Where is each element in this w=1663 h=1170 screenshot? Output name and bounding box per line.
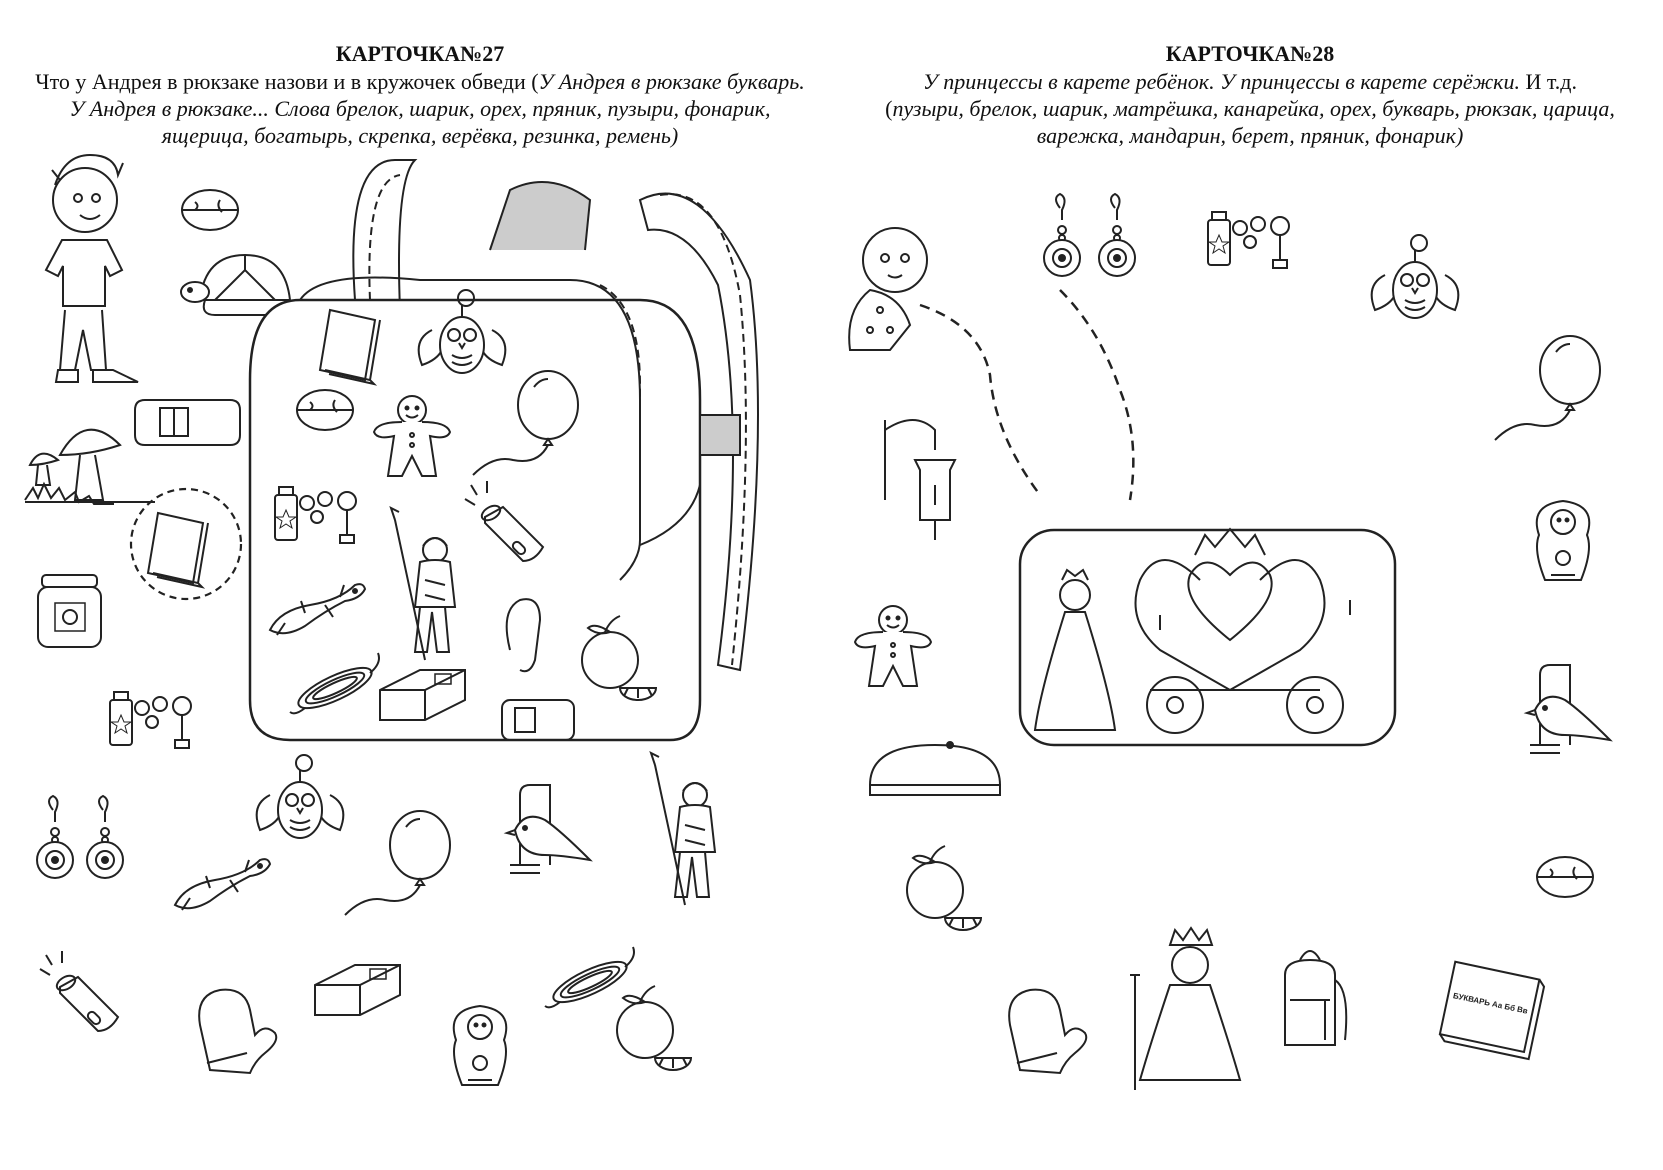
canary-icon — [1526, 664, 1611, 754]
example-text: У Андрея в рюкзаке букварь. У Андрея в р… — [69, 69, 805, 148]
matryoshka-icon — [452, 1005, 508, 1086]
card-28: КАРТОЧКА№28 У принцессы в карете ребёнок… — [860, 40, 1640, 149]
gingerbread-icon — [854, 605, 932, 687]
owl-keychain-icon — [255, 754, 345, 839]
queen-icon — [1130, 928, 1240, 1090]
jar-icon — [38, 575, 101, 647]
lantern-icon — [885, 420, 955, 540]
earrings-icon — [36, 795, 124, 879]
lizard-icon — [174, 858, 271, 911]
word-list: пузыри, брелок, шарик, матрёшка, канарей… — [892, 96, 1615, 148]
backpack-illustration — [250, 160, 758, 740]
matryoshka-icon — [1535, 500, 1591, 581]
carriage-scene — [1020, 529, 1395, 745]
belt-icon — [135, 400, 240, 445]
bubbles-icon — [109, 691, 192, 749]
canary-icon — [506, 784, 591, 874]
example-text: У принцессы в карете ребёнок. У принцесс… — [923, 69, 1520, 94]
boy-illustration — [46, 155, 138, 382]
turtle-icon — [181, 255, 294, 315]
primer-book-circled-answer — [131, 489, 241, 599]
carriage-icon — [1136, 529, 1351, 733]
mandarin-icon — [906, 845, 982, 931]
eraser-icon — [314, 964, 401, 1016]
princess-icon — [1035, 570, 1115, 730]
primer-book-icon: БУКВАРЬ Аа Бб Вв — [1439, 962, 1546, 1059]
mandarin-icon — [616, 985, 692, 1071]
owl-keychain-icon — [1370, 234, 1460, 319]
walnut-icon — [181, 189, 239, 231]
flashlight-icon — [39, 950, 119, 1032]
mushroom-icon — [25, 430, 155, 504]
card-28-title: КАРТОЧКА№28 — [1165, 41, 1335, 66]
balloon-icon — [344, 810, 451, 916]
paren: ( — [885, 96, 893, 121]
bogatyr-icon — [650, 752, 716, 906]
baby-icon — [849, 228, 927, 350]
dashed-connector — [920, 305, 1040, 495]
mitten-icon — [1008, 988, 1088, 1074]
rope-icon — [544, 946, 635, 1011]
card-28-instruction: У принцессы в карете ребёнок. У принцесс… — [860, 68, 1640, 149]
etc-text: И т.д. — [1519, 69, 1577, 94]
instruction-text: Что у Андрея в рюкзаке назови и в кружоч… — [35, 69, 539, 94]
dashed-connector — [1060, 290, 1133, 500]
mitten-icon — [198, 988, 278, 1074]
beret-icon — [870, 742, 1000, 795]
card-27-title: КАРТОЧКА№27 — [335, 41, 505, 66]
card-27-instruction: Что у Андрея в рюкзаке назови и в кружоч… — [30, 68, 810, 149]
walnut-icon — [1536, 856, 1594, 898]
bubbles-icon — [1207, 211, 1290, 269]
balloon-icon — [1494, 335, 1601, 441]
earrings-icon — [1043, 193, 1136, 277]
card-27: КАРТОЧКА№27 Что у Андрея в рюкзаке назов… — [30, 40, 810, 149]
backpack-icon — [1284, 950, 1348, 1046]
